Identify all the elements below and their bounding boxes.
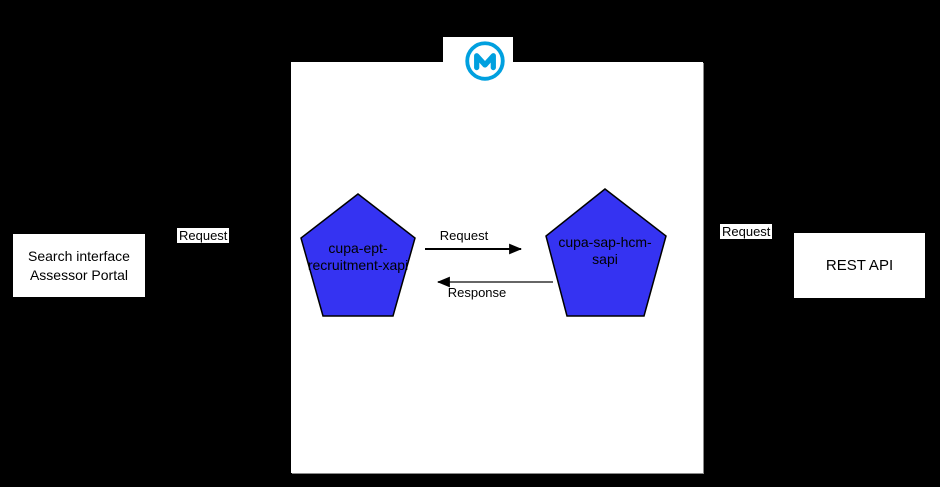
experience-api-label-line2: recruitment-xapi	[307, 257, 409, 273]
experience-api-label: cupa-ept- recruitment-xapi	[283, 240, 433, 274]
mulesoft-logo-icon	[464, 40, 506, 82]
search-interface-box: Search interface Assessor Portal	[12, 233, 146, 298]
system-api-label-line2: sapi	[592, 251, 618, 267]
search-interface-line1: Search interface	[28, 247, 130, 264]
rest-api-box: REST API	[793, 232, 926, 299]
experience-api-label-line1: cupa-ept-	[328, 240, 388, 256]
mulesoft-logo-svg	[465, 41, 505, 81]
response-arrow-label: Response	[447, 285, 507, 300]
search-interface-line2: Assessor Portal	[29, 266, 129, 283]
system-api-label-line1: cupa-sap-hcm-	[558, 234, 652, 250]
right-request-label: Request	[720, 224, 773, 239]
system-api-label: cupa-sap-hcm- sapi	[530, 234, 680, 268]
rest-api-label: REST API	[825, 257, 894, 274]
logo-m-glyph	[474, 53, 496, 71]
request-arrow-label: Request	[439, 228, 489, 243]
pentagon-system-api	[545, 188, 667, 317]
pentagon-experience-api	[300, 193, 416, 317]
left-request-label: Request	[177, 228, 230, 243]
